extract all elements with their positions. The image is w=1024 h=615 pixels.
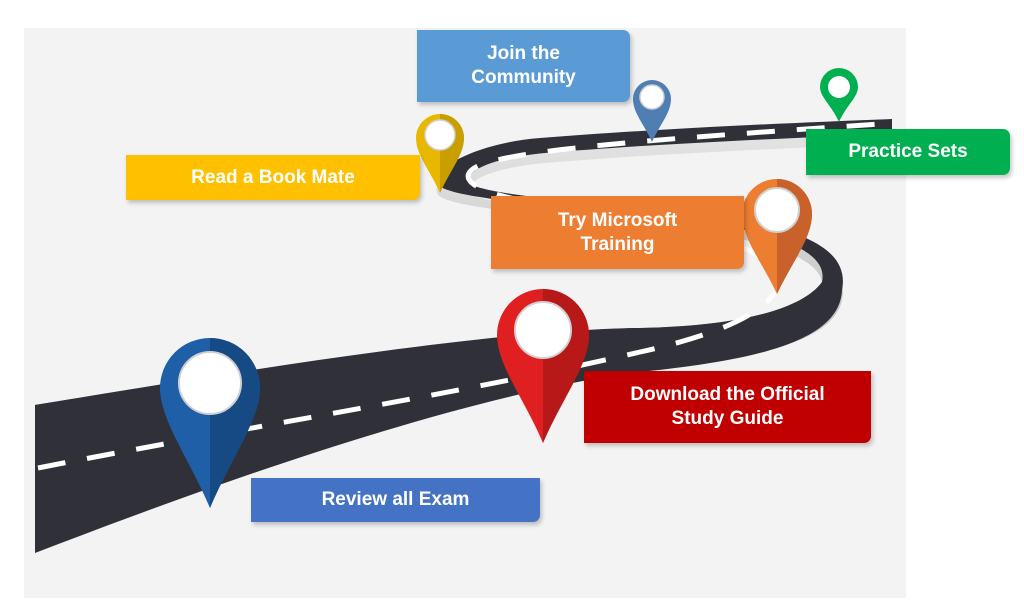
step-download-study-guide: Download the Official Study Guide: [584, 371, 871, 443]
step-label: Download the Official Study Guide: [630, 384, 825, 429]
map-pin-icon: [160, 338, 260, 508]
map-pin-icon: [742, 179, 812, 294]
map-pin-icon: [633, 80, 671, 142]
map-pin-icon: [416, 114, 464, 193]
step-label: Practice Sets: [848, 141, 968, 162]
step-label: Read a Book Mate: [191, 166, 355, 188]
step-review-exam: Review all Exam: [251, 478, 540, 522]
map-pin-icon: [497, 289, 589, 443]
step-label: Review all Exam: [321, 489, 470, 510]
step-microsoft-training: Try Microsoft Training: [491, 196, 744, 269]
step-join-community: Join the Community: [417, 30, 630, 102]
step-practice-sets: Practice Sets: [806, 129, 1010, 175]
step-read-book: Read a Book Mate: [126, 155, 420, 200]
map-pin-icon: [820, 68, 858, 122]
step-label: Try Microsoft Training: [557, 209, 678, 255]
step-label: Join the Community: [471, 43, 576, 88]
